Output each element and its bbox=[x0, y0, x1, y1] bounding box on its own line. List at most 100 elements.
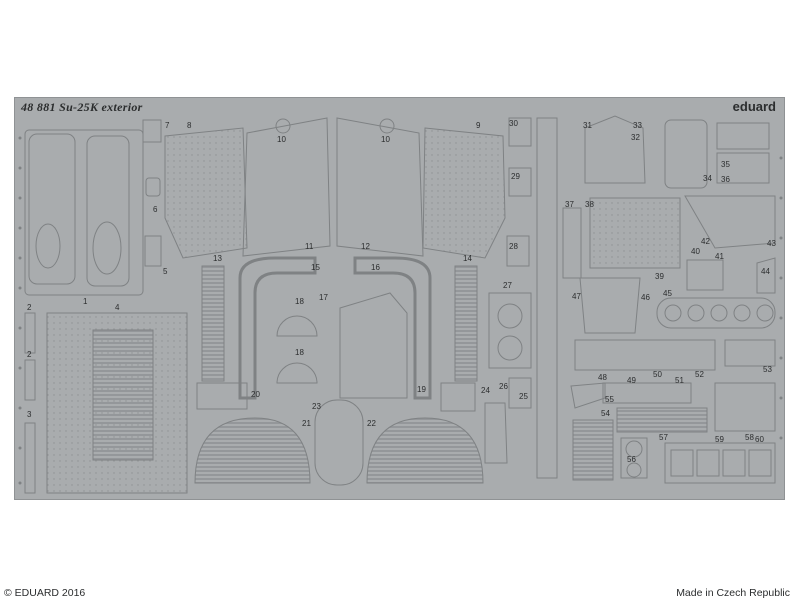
part-number-label: 54 bbox=[601, 409, 610, 418]
part-number-label: 27 bbox=[503, 281, 512, 290]
part-number-label: 5 bbox=[163, 267, 168, 276]
copyright-text: © EDUARD 2016 bbox=[4, 587, 86, 599]
part-19 bbox=[339, 292, 408, 399]
part-number-label: 55 bbox=[605, 395, 614, 404]
part-number-label: 53 bbox=[763, 365, 772, 374]
part-3 bbox=[24, 422, 36, 494]
part-27 bbox=[488, 292, 532, 369]
part-number-label: 2 bbox=[27, 303, 32, 312]
part-56 bbox=[620, 437, 648, 479]
part-number-label: 59 bbox=[715, 435, 724, 444]
part-number-label: 23 bbox=[312, 402, 321, 411]
part-number-label: 11 bbox=[305, 242, 314, 251]
part-number-label: 35 bbox=[721, 160, 730, 169]
part-33 bbox=[664, 119, 708, 189]
part-45 bbox=[656, 297, 776, 329]
part-11 bbox=[242, 117, 331, 257]
part-number-label: 25 bbox=[519, 392, 528, 401]
part-number-label: 50 bbox=[653, 370, 662, 379]
part-number-label: 37 bbox=[565, 200, 574, 209]
part-number-label: 42 bbox=[701, 237, 710, 246]
part-number-label: 10 bbox=[277, 135, 286, 144]
part-number-label: 2 bbox=[27, 350, 32, 359]
part-number-label: 9 bbox=[476, 121, 481, 130]
part-number-label: 36 bbox=[721, 175, 730, 184]
part-28 bbox=[506, 235, 530, 267]
part-number-label: 46 bbox=[641, 293, 650, 302]
part-number-label: 16 bbox=[371, 263, 380, 272]
part-number-label: 56 bbox=[627, 455, 636, 464]
part-10 bbox=[275, 118, 291, 134]
part-number-label: 3 bbox=[27, 410, 32, 419]
part-number-label: 39 bbox=[655, 272, 664, 281]
part-7 bbox=[142, 119, 162, 143]
part-57 bbox=[616, 407, 708, 433]
part-number-label: 10 bbox=[381, 135, 390, 144]
sheet-title: 48 881 Su-25K exterior bbox=[21, 100, 143, 114]
part-number-label: 57 bbox=[659, 433, 668, 442]
part-55 bbox=[570, 382, 606, 409]
part-18b bbox=[276, 362, 318, 384]
part-number-label: 52 bbox=[695, 370, 704, 379]
part-30 bbox=[508, 117, 532, 147]
part-31 bbox=[584, 115, 646, 184]
part-5 bbox=[144, 235, 162, 267]
part-number-label: 18 bbox=[295, 297, 304, 306]
part-49 bbox=[602, 382, 692, 404]
part-number-label: 28 bbox=[509, 242, 518, 251]
part-58 bbox=[714, 382, 776, 432]
part-2b bbox=[24, 359, 36, 401]
part-40 bbox=[686, 259, 724, 291]
part-number-label: 24 bbox=[481, 386, 490, 395]
part-number-label: 20 bbox=[251, 390, 260, 399]
part-number-label: 8 bbox=[187, 121, 192, 130]
part-number-label: 34 bbox=[703, 174, 712, 183]
part-number-label: 17 bbox=[319, 293, 328, 302]
part-18 bbox=[276, 315, 318, 337]
part-number-label: 41 bbox=[715, 252, 724, 261]
part-23 bbox=[314, 399, 364, 486]
part-number-label: 22 bbox=[367, 419, 376, 428]
part-number-label: 14 bbox=[463, 254, 472, 263]
part-2 bbox=[24, 312, 36, 354]
part-number-label: 43 bbox=[767, 239, 776, 248]
part-number-label: 45 bbox=[663, 289, 672, 298]
part-number-label: 60 bbox=[755, 435, 764, 444]
part-number-label: 13 bbox=[213, 254, 222, 263]
part-37 bbox=[562, 207, 582, 279]
part-number-label: 32 bbox=[631, 133, 640, 142]
part-number-label: 44 bbox=[761, 267, 770, 276]
part-21 bbox=[194, 417, 311, 484]
fret-artwork bbox=[18, 115, 783, 494]
part-22 bbox=[366, 417, 484, 484]
part-54 bbox=[572, 419, 614, 481]
part-number-label: 19 bbox=[417, 385, 426, 394]
part-15 bbox=[238, 256, 317, 400]
part-number-label: 18 bbox=[295, 348, 304, 357]
part-26 bbox=[508, 377, 532, 409]
part-number-label: 26 bbox=[499, 382, 508, 391]
part-number-label: 38 bbox=[585, 200, 594, 209]
part-1 bbox=[24, 129, 144, 296]
part-number-label: 58 bbox=[745, 433, 754, 442]
part-number-label: 30 bbox=[509, 119, 518, 128]
part-number-label: 6 bbox=[153, 205, 158, 214]
part-29 bbox=[508, 167, 532, 197]
part-59 bbox=[664, 442, 776, 484]
part-38 bbox=[589, 197, 681, 269]
part-number-label: 51 bbox=[675, 376, 684, 385]
part-44 bbox=[756, 257, 776, 294]
part-48 bbox=[574, 339, 716, 371]
part-strip-a bbox=[536, 117, 558, 479]
part-number-label: 7 bbox=[165, 121, 170, 130]
part-8 bbox=[164, 127, 248, 259]
origin-text: Made in Czech Republic bbox=[676, 587, 790, 599]
part-43 bbox=[684, 195, 776, 249]
part-number-label: 33 bbox=[633, 121, 642, 130]
part-number-label: 21 bbox=[302, 419, 311, 428]
part-14 bbox=[454, 265, 478, 382]
part-number-label: 12 bbox=[361, 242, 370, 251]
part-number-label: 29 bbox=[511, 172, 520, 181]
part-24 bbox=[440, 382, 476, 412]
